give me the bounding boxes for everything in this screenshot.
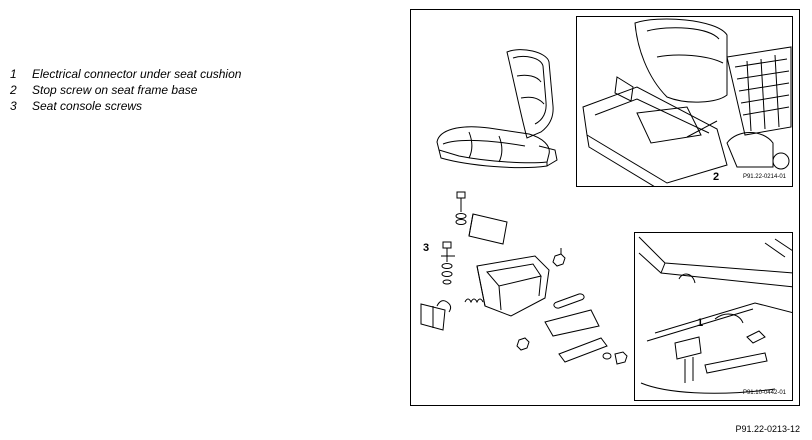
legend-item: 3 Seat console screws	[10, 98, 241, 114]
legend-item: 1 Electrical connector under seat cushio…	[10, 66, 241, 82]
callout-number: 2	[713, 171, 720, 183]
inset-reference-code: P91.22-0214-01	[742, 174, 786, 180]
electrical-connector-illustration	[638, 236, 792, 394]
legend-number: 1	[10, 67, 17, 81]
figure-frame: 3 2	[410, 9, 800, 406]
callout-number: 3	[423, 242, 430, 254]
seat-illustration	[436, 49, 558, 169]
callout-number: 1	[697, 317, 704, 329]
legend-text: Seat console screws	[32, 99, 143, 113]
legend-number: 2	[10, 83, 17, 97]
seat-frame-base-illustration	[582, 18, 792, 186]
legend-number: 3	[10, 99, 17, 113]
inset-seat-frame-base: 2 P91.22-0214-01	[576, 16, 793, 187]
inset-electrical-connector: 1 P91.10-0442-01	[634, 232, 793, 401]
legend-text: Stop screw on seat frame base	[32, 83, 198, 97]
legend-list: 1 Electrical connector under seat cushio…	[10, 66, 241, 114]
inset-reference-code: P91.10-0442-01	[742, 390, 786, 396]
figure-reference-code: P91.22-0213-12	[735, 424, 800, 434]
legend-item: 2 Stop screw on seat frame base	[10, 82, 241, 98]
legend-text: Electrical connector under seat cushion	[32, 67, 242, 81]
seat-console-exploded-view	[420, 191, 628, 365]
